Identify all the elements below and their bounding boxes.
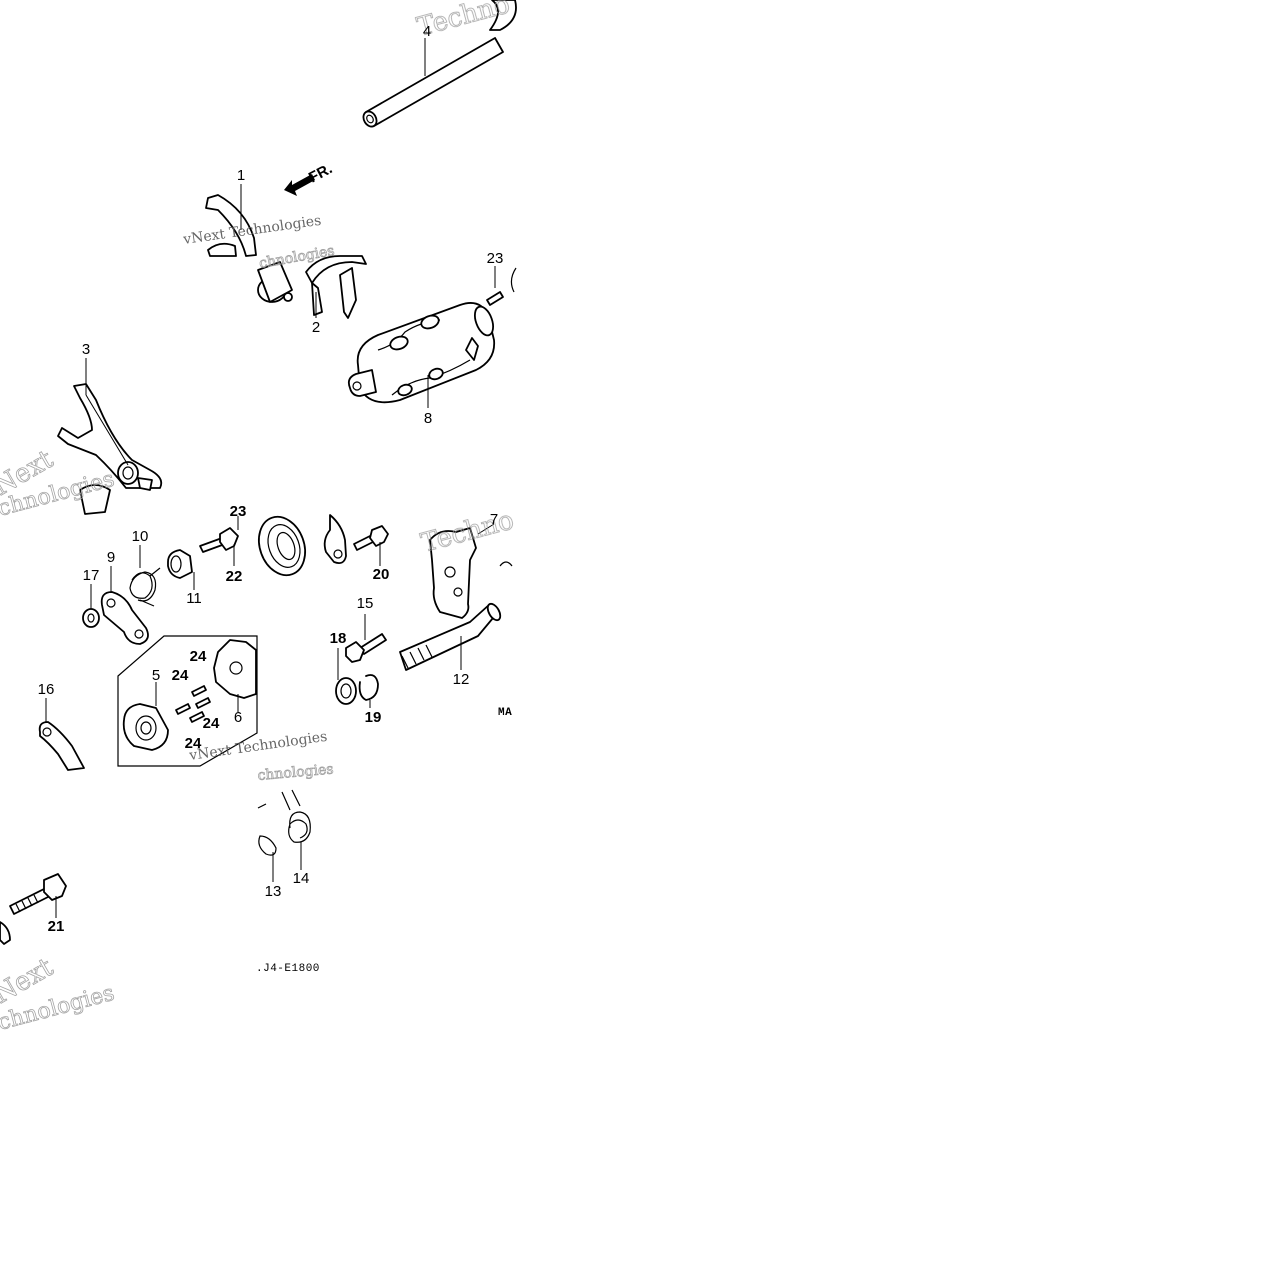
watermark-layer: vNext Technologies vNext Technologies Te… [0,0,517,1036]
stopper-arm-part [323,514,347,565]
washer-18-part [335,648,357,705]
callout-18: 18 [330,630,347,647]
drum-center-5-part [122,682,169,751]
bolt-20-part [353,525,389,566]
callout-10: 10 [132,528,149,545]
callout-24: 24 [203,715,220,732]
callout-23-bearing: 23 [230,503,247,520]
callout-17: 17 [83,567,100,584]
callout-16: 16 [38,681,55,698]
shift-fork-shaft-part [362,0,517,128]
diagram-reference-code: .J4-E1800 [256,963,320,975]
partial-reference-code: MA [498,707,512,719]
bearing-23-part [237,515,306,577]
drum-center-assembly-box [117,635,258,767]
callout-24: 24 [185,735,202,752]
front-direction-arrow: FR. [284,160,335,196]
callout-1: 1 [237,167,245,184]
shift-fork-1-part [205,184,257,257]
circlip-19-part [358,674,379,708]
shift-fork-2-part [257,255,367,319]
callout-4: 4 [423,23,431,40]
shift-drum-part [347,302,496,408]
callout-23-pin: 23 [487,250,504,267]
plate-16-part [38,698,85,771]
spring-10-part [129,545,161,607]
callout-15: 15 [357,595,374,612]
callout-22: 22 [226,568,243,585]
callout-6: 6 [234,709,242,726]
callout-21: 21 [48,918,65,935]
callout-19: 19 [365,709,382,726]
drum-stopper-plate-6-part [213,639,257,712]
bolt-21-part [0,873,67,945]
shift-fork-3-part [57,358,163,515]
bolt-15-part [345,614,387,663]
spring-14-part [281,789,311,870]
callout-3: 3 [82,341,90,358]
plate-9-part [100,566,149,645]
callout-7: 7 [490,511,498,528]
watermark-text: vNext Technologies [187,729,328,764]
pins-24-part [175,685,211,723]
callout-5: 5 [152,667,160,684]
callout-8: 8 [424,410,432,427]
washer-17-part [82,584,100,628]
collar-13-part [257,803,277,882]
callout-20: 20 [373,566,390,583]
callout-12: 12 [453,671,470,688]
callout-13: 13 [265,883,282,900]
gearshift-spindle-7-part [399,523,513,671]
watermark-text: chnologies [257,761,334,784]
callout-9: 9 [107,549,115,566]
callout-24: 24 [190,648,207,665]
pin-23-part [486,266,517,306]
callout-11: 11 [186,590,202,607]
callout-14: 14 [293,870,310,887]
callout-labels: 1 2 3 4 5 6 7 8 9 10 11 12 13 14 15 16 1… [38,23,504,935]
callout-2: 2 [312,319,320,336]
callout-24: 24 [172,667,189,684]
bolt-22-part [199,527,239,566]
collar-11-part [167,549,195,590]
